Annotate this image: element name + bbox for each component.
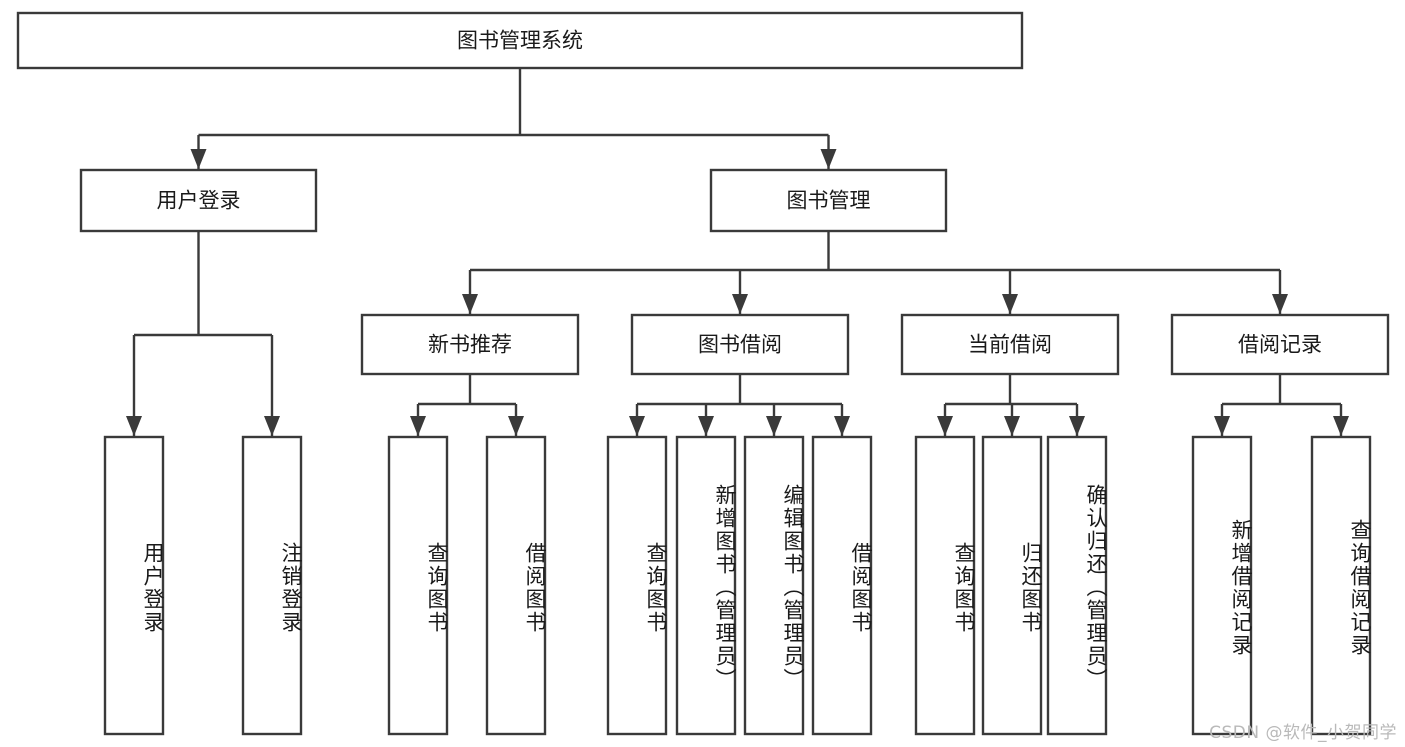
- node-box-leaf-9[interactable]: [981, 435, 1043, 736]
- arrow-head-icon: [190, 149, 207, 169]
- node-box-level3-2[interactable]: [900, 313, 1120, 376]
- node-label-level3-2: 当前借阅: [968, 333, 1052, 357]
- node-box-leaf-4[interactable]: [606, 435, 668, 736]
- arrow-head-icon: [732, 294, 748, 314]
- connectors-layer: [126, 68, 1349, 436]
- arrow-head-icon: [126, 416, 142, 436]
- arrow-head-icon: [1333, 416, 1349, 436]
- arrow-head-icon: [698, 416, 714, 436]
- arrow-head-icon: [264, 416, 280, 436]
- node-label-level3-1: 图书借阅: [698, 333, 782, 357]
- node-label-root: 图书管理系统: [457, 29, 583, 53]
- arrow-head-icon: [629, 416, 645, 436]
- arrow-head-icon: [1214, 416, 1230, 436]
- node-box-leaf-1[interactable]: [241, 435, 303, 736]
- node-label-level2-0: 用户登录: [157, 189, 241, 213]
- node-box-level3-3[interactable]: [1170, 313, 1390, 376]
- arrow-head-icon: [834, 416, 850, 436]
- node-box-level3-0[interactable]: [360, 313, 580, 376]
- node-box-level2-0[interactable]: [79, 168, 318, 233]
- node-box-leaf-6[interactable]: [743, 435, 805, 736]
- node-box-leaf-0[interactable]: [103, 435, 165, 736]
- arrow-head-icon: [1069, 416, 1085, 436]
- node-label-level2-1: 图书管理: [787, 189, 871, 213]
- node-box-leaf-12[interactable]: [1310, 435, 1372, 736]
- arrow-head-icon: [1272, 294, 1288, 314]
- arrow-head-icon: [1002, 294, 1018, 314]
- node-box-level3-1[interactable]: [630, 313, 850, 376]
- node-label-level3-3: 借阅记录: [1238, 333, 1322, 357]
- node-box-root[interactable]: [16, 11, 1024, 70]
- arrow-head-icon: [508, 416, 524, 436]
- node-box-leaf-2[interactable]: [387, 435, 449, 736]
- node-box-leaf-7[interactable]: [811, 435, 873, 736]
- node-box-leaf-10[interactable]: [1046, 435, 1108, 736]
- boxes-layer: [16, 11, 1390, 736]
- arrow-head-icon: [410, 416, 426, 436]
- arrow-head-icon: [1004, 416, 1020, 436]
- watermark-text: CSDN @软件_小贺同学: [1209, 723, 1397, 743]
- arrow-head-icon: [820, 149, 837, 169]
- arrow-head-icon: [462, 294, 478, 314]
- node-box-leaf-3[interactable]: [485, 435, 547, 736]
- node-box-leaf-5[interactable]: [675, 435, 737, 736]
- node-box-leaf-8[interactable]: [914, 435, 976, 736]
- node-box-leaf-11[interactable]: [1191, 435, 1253, 736]
- arrow-head-icon: [937, 416, 953, 436]
- arrow-head-icon: [766, 416, 782, 436]
- node-box-level2-1[interactable]: [709, 168, 948, 233]
- node-label-level3-0: 新书推荐: [428, 333, 512, 357]
